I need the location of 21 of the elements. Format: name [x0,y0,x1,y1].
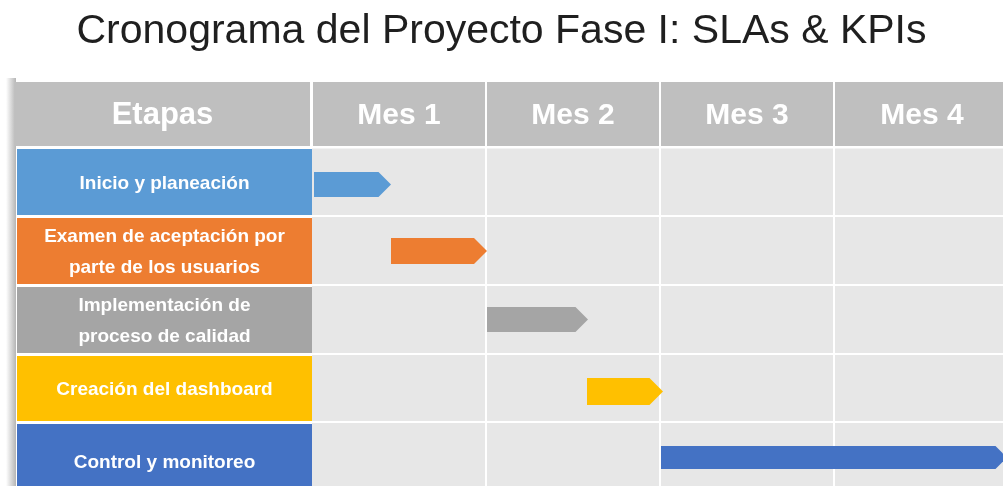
column-header: Etapas [15,82,310,146]
stage-box [17,287,312,353]
stage-box [17,356,312,421]
stage-box [17,424,312,486]
gantt-bar [487,307,588,332]
column-header: Mes 4 [835,82,1003,146]
column-header: Mes 1 [313,82,485,146]
gantt-bar [391,238,487,264]
gantt-bar [587,378,663,405]
column-header: Mes 3 [661,82,833,146]
stage-label: Creación del dashboard [56,377,273,401]
stage-box [17,218,312,284]
stage-label: Inicio y planeación [79,170,250,195]
gantt-bar [314,172,391,197]
stage-label: Examen de aceptación por parte de los usuarios [43,224,286,279]
stage-box [17,149,312,215]
column-header: Mes 2 [487,82,659,146]
chart-title: Cronograma del Proyecto Fase I: SLAs & KPIs [75,6,928,53]
stage-label: Control y monitoreo [73,449,256,474]
gantt-bar [661,446,1003,469]
stage-label: Implementación de proceso de calidad [77,293,252,348]
